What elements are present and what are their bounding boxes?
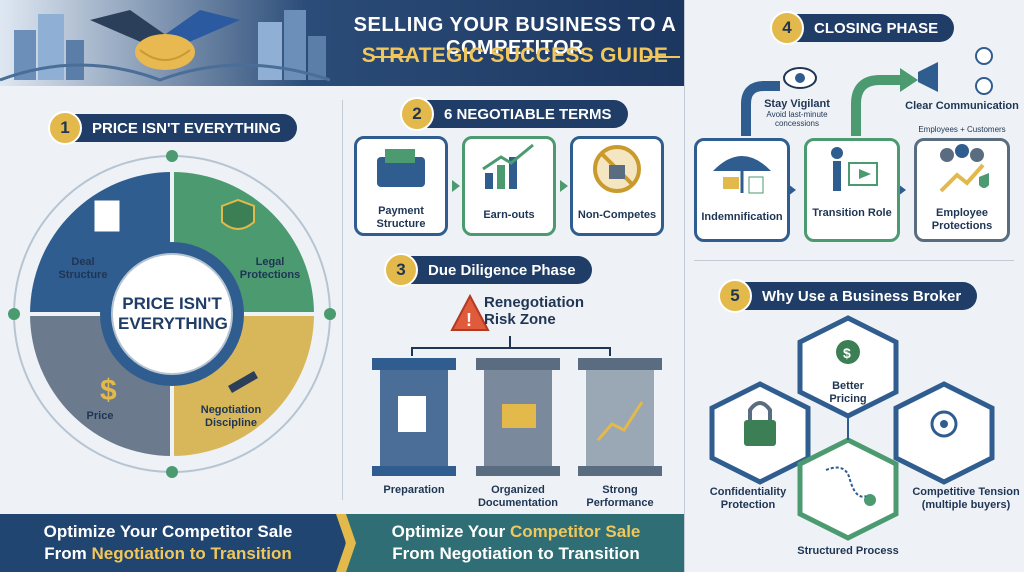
page-subtitle: STRATEGIC SUCCESS GUIDE: [361, 44, 669, 67]
wheel-center-label: PRICE ISN'T EVERYTHING: [118, 294, 228, 334]
callout-title: Stay Vigilant: [764, 98, 830, 110]
section5-title: Why Use a Business Broker: [762, 287, 962, 305]
pillars: [372, 358, 662, 476]
wallet-icon: [377, 149, 425, 187]
pillar-label: Strong Performance: [586, 484, 654, 509]
divider: [694, 260, 1014, 261]
handshake-illustration: [0, 10, 330, 82]
footer-right-line1: Optimize Your Competitor Sale: [356, 521, 676, 543]
footer-left-line2: From Negotiation to Transition: [8, 543, 328, 565]
closing-card: Employee Protections: [914, 138, 1010, 242]
broker-item-label: Better Pricing: [829, 380, 867, 405]
closing-arrows: [741, 47, 993, 196]
section2-title: 6 NEGOTIABLE TERMS: [444, 105, 612, 123]
svg-text:$: $: [843, 345, 851, 361]
section1-header: 1 PRICE ISN'T EVERYTHING: [48, 111, 297, 145]
closing-card-label: Transition Role: [812, 207, 892, 219]
callout-subtitle: Employees + Customers: [918, 125, 1006, 134]
callout-subtitle: Avoid last-minute concessions: [766, 110, 828, 128]
footer-text-part: From: [44, 544, 92, 564]
section5-header: 5 Why Use a Business Broker: [718, 279, 978, 313]
svg-text:$: $: [100, 374, 117, 407]
term-label: Earn-outs: [483, 209, 535, 221]
title-rule-left: [372, 56, 408, 58]
price-wheel: $: [8, 150, 336, 478]
section5-number: 5: [718, 279, 752, 313]
page-title: SELLING YOUR BUSINESS TO A COMPETITOR: [353, 14, 677, 59]
term-label: Non-Competes: [577, 209, 657, 221]
divider: [342, 100, 343, 500]
broker-item-label: Competitive Tension (multiple buyers): [912, 486, 1020, 511]
svg-text:!: !: [466, 310, 472, 330]
chevron-right-icon: [336, 514, 356, 572]
risk-zone-label: Renegotiation Risk Zone: [484, 294, 584, 329]
footer-highlight: Negotiation to Transition: [91, 544, 292, 564]
quadrant-label: Price: [86, 410, 114, 422]
transition-icon: [831, 147, 878, 191]
no-compete-icon: [593, 145, 641, 193]
section3-number: 3: [384, 253, 418, 287]
footer-banner-right: [345, 514, 684, 572]
footer-text-part: Optimize Your: [391, 522, 511, 541]
section1-number: 1: [48, 111, 82, 145]
arrow-icon: [560, 180, 568, 192]
section4-title: CLOSING PHASE: [814, 19, 939, 37]
divider: [684, 0, 685, 572]
section2-number: 2: [400, 97, 434, 131]
quadrant-label: Legal Protections: [239, 256, 301, 281]
footer-banner-left: [0, 514, 345, 572]
closing-card-label: Employee Protections: [931, 207, 993, 232]
broker-hexes: $: [709, 315, 995, 541]
pillar-label: Preparation: [383, 484, 445, 496]
section2-header: 2 6 NEGOTIABLE TERMS: [400, 97, 628, 131]
section1-title: PRICE ISN'T EVERYTHING: [92, 119, 281, 137]
term-card: Payment Structure: [354, 136, 448, 236]
callout-title: Clear Communication: [905, 100, 1019, 112]
quadrant-label: Deal Structure: [58, 256, 108, 281]
team-icon: [939, 144, 989, 193]
footer-highlight: Competitor Sale: [510, 522, 641, 541]
closing-card: Transition Role: [804, 138, 900, 242]
risk-zone: !: [411, 293, 611, 356]
footer-left-line1: Optimize Your Competitor Sale: [43, 522, 293, 541]
header-banner: SELLING YOUR BUSINESS TO A COMPETITOR ST…: [0, 0, 684, 86]
footer-right-text: Optimize Your Competitor Sale From Negot…: [356, 521, 676, 565]
term-card: Non-Competes: [570, 136, 664, 236]
term-label: Payment Structure: [376, 205, 426, 230]
footer-right-line2: From Negotiation to Transition: [392, 544, 640, 564]
section4-number: 4: [770, 11, 804, 45]
chart-icon: [482, 143, 534, 189]
broker-item-label: Structured Process: [797, 545, 899, 557]
umbrella-icon: [713, 156, 771, 194]
term-card: Earn-outs: [462, 136, 556, 236]
title-rule-right: [644, 56, 680, 58]
pillar-label: Organized Documentation: [477, 484, 559, 509]
section3-title: Due Diligence Phase: [428, 261, 576, 279]
closing-card: Indemnification: [694, 138, 790, 242]
arrow-icon: [452, 180, 460, 192]
section3-header: 3 Due Diligence Phase: [384, 253, 592, 287]
broker-item-label: Confidentiality Protection: [709, 486, 787, 511]
closing-card-label: Indemnification: [701, 211, 783, 223]
quadrant-label: Negotiation Discipline: [200, 404, 262, 429]
section4-header: 4 CLOSING PHASE: [770, 11, 955, 45]
footer-left-text: Optimize Your Competitor Sale From Negot…: [8, 521, 328, 565]
